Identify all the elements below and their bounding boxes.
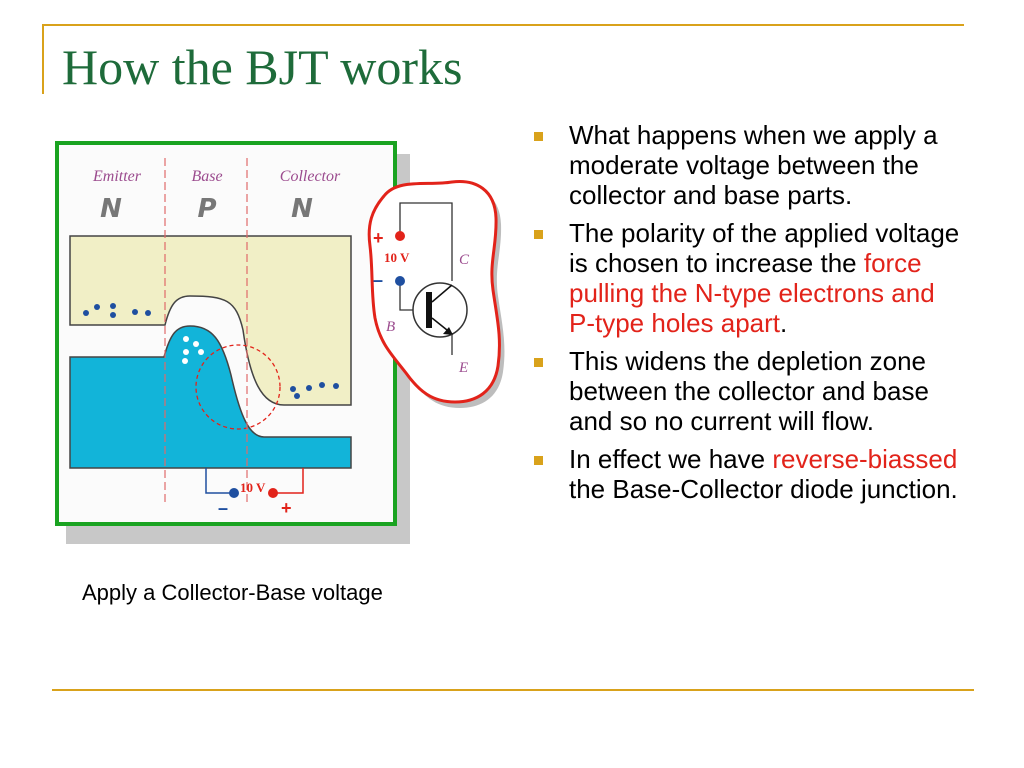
depletion-zone-marker xyxy=(195,344,281,430)
inset-minus-sign: – xyxy=(373,270,383,290)
inset-base-label: B xyxy=(386,319,395,335)
hole-dot xyxy=(183,336,189,342)
transistor-base-bar xyxy=(426,292,432,328)
inset-emitter-label: E xyxy=(458,360,468,376)
valence-band xyxy=(69,325,352,469)
electron-dot xyxy=(294,393,300,399)
bullet-text: This widens the depletion zone between t… xyxy=(569,346,929,436)
electron-dot xyxy=(290,386,296,392)
inset-terminal-positive xyxy=(395,231,405,241)
bullet-marker xyxy=(534,132,543,141)
collector-label: Collector xyxy=(280,168,341,185)
electron-dot xyxy=(110,303,116,309)
bullet-text: In effect we have xyxy=(569,444,773,474)
electron-dot xyxy=(306,385,312,391)
inset-collector-wire xyxy=(399,202,453,281)
hole-dot xyxy=(198,349,204,355)
bullet-item: This widens the depletion zone between t… xyxy=(530,346,960,436)
transistor-emitter-arrow xyxy=(443,327,453,335)
bottom-terminal-negative xyxy=(229,488,239,498)
bottom-wire-left xyxy=(205,468,233,494)
bullet-item: What happens when we apply a moderate vo… xyxy=(530,120,960,210)
bottom-terminal-positive xyxy=(268,488,278,498)
bullet-highlight: force pulling the N-type electrons and P… xyxy=(569,248,935,338)
frame-top-rule xyxy=(42,24,964,26)
bullet-text: The polarity of the applied voltage is c… xyxy=(569,218,960,278)
inset-voltage-label: 10 V xyxy=(384,250,410,265)
bullet-item: The polarity of the applied voltage is c… xyxy=(530,218,960,338)
base-label: Base xyxy=(191,168,222,185)
bullet-text: What happens when we apply a moderate vo… xyxy=(569,120,938,210)
inset-plus-sign: + xyxy=(373,228,384,248)
emitter-type: N xyxy=(100,194,122,224)
transistor-symbol xyxy=(412,282,468,338)
electron-dot xyxy=(110,312,116,318)
bullet-list: What happens when we apply a moderate vo… xyxy=(530,120,960,512)
bullet-item: In effect we have reverse-biassed the Ba… xyxy=(530,444,960,504)
bullet-marker xyxy=(534,230,543,239)
transistor-collector-lead xyxy=(431,284,453,303)
bottom-voltage-label: 10 V xyxy=(240,480,266,495)
base-type: P xyxy=(197,194,216,224)
electron-dot xyxy=(132,309,138,315)
bottom-wire-right xyxy=(274,468,304,494)
bottom-minus-sign: – xyxy=(218,498,228,518)
electron-dot xyxy=(319,382,325,388)
bullet-text: . xyxy=(780,308,788,338)
frame-left-rule xyxy=(42,24,44,94)
collector-type: N xyxy=(291,194,313,224)
electron-dot xyxy=(94,304,100,310)
conduction-band xyxy=(69,235,352,406)
hole-dot xyxy=(193,341,199,347)
electron-dot xyxy=(333,383,339,389)
slide-title: How the BJT works xyxy=(62,39,463,95)
inset-collector-label: C xyxy=(459,252,470,268)
electron-dot xyxy=(83,310,89,316)
bullet-text: the Base-Collector diode junction. xyxy=(569,474,958,504)
bottom-plus-sign: + xyxy=(281,498,292,518)
inset-terminal-negative xyxy=(395,276,405,286)
hole-dot xyxy=(182,358,188,364)
frame-bottom-rule xyxy=(52,689,974,691)
hole-dot xyxy=(183,349,189,355)
diagram-caption: Apply a Collector-Base voltage xyxy=(82,580,383,605)
emitter-label: Emitter xyxy=(92,168,142,185)
bullet-marker xyxy=(534,456,543,465)
bullet-highlight: reverse-biassed xyxy=(772,444,958,474)
electron-dot xyxy=(145,310,151,316)
bullet-marker xyxy=(534,358,543,367)
